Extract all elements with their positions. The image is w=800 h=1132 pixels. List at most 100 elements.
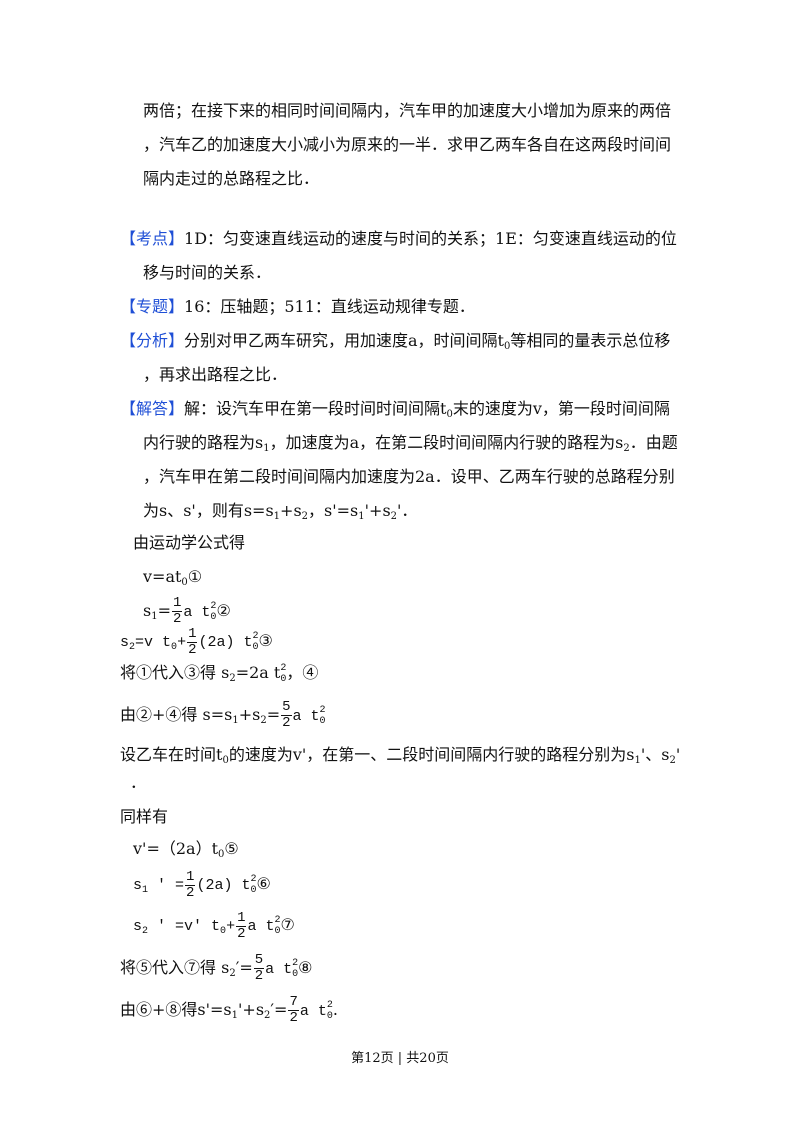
jieda-text-4b: +s xyxy=(280,501,302,520)
eq2-sub: 1 xyxy=(151,611,158,622)
jieda-text-1b: 末的速度为v，第一段时间间隔 xyxy=(452,399,670,418)
eq6-sub2: 2 xyxy=(669,755,676,766)
eq2-at: a t xyxy=(183,604,211,621)
eq11-at: a t xyxy=(265,961,293,978)
eq10-sub0: 0 xyxy=(220,926,227,937)
eq10-sub0b: 0 xyxy=(274,926,281,938)
eq3-sub0b: 0 xyxy=(252,642,259,654)
eq12-at: a t xyxy=(299,1003,327,1020)
eq12-eq: ′= xyxy=(270,1000,288,1019)
jieda-text-2b: ，加速度为a，在第二段时间间隔内行驶的路程为s xyxy=(269,433,624,452)
eq11-sub: 2 xyxy=(229,968,236,979)
eq9-num: 1 xyxy=(185,868,196,886)
eq11-den: 2 xyxy=(254,968,264,984)
problem-line-1: 两倍；在接下来的相同时间间隔内，汽车甲的加速度大小增加为原来的两倍 xyxy=(143,101,672,120)
jieda-line-1: 【解答】解：设汽车甲在第一段时间时间间隔t0末的速度为v，第一段时间间隔 xyxy=(120,398,670,426)
eq2-sup: 2 xyxy=(210,600,217,612)
jieda-text-2c: ．由题 xyxy=(629,433,678,452)
equation-6: 设乙车在时间t0的速度为v'，在第一、二段时间间隔内行驶的路程分别为s1'、s2… xyxy=(120,744,680,772)
eq5-text-a: 由②+④得 s=s xyxy=(120,705,233,724)
eq3-mark: ③ xyxy=(258,631,273,650)
eq2-num: 1 xyxy=(172,595,183,612)
eq9-den: 2 xyxy=(186,884,195,901)
eq8-mark: ⑤ xyxy=(224,839,239,858)
eq10-num: 1 xyxy=(236,909,247,927)
eq9-sup: 2 xyxy=(250,874,257,886)
jieda-sub-2a: 1 xyxy=(263,443,270,454)
eq12-text-a: 由⑥+⑧得s'=s xyxy=(120,1000,232,1019)
fenxi-tag: 【分析】 xyxy=(120,331,185,350)
eq3-vt: =v t xyxy=(135,634,172,651)
eq2-s: s xyxy=(143,601,152,620)
jieda-line-4: 为s、s'，则有s=s1+s2，s'=s1'+s2'． xyxy=(143,500,417,528)
eq10-den: 2 xyxy=(237,925,246,942)
eq3-sub0: 0 xyxy=(171,642,178,653)
eq3-sub: 2 xyxy=(129,642,136,653)
eq1-sub: 0 xyxy=(181,577,188,588)
jieda-text-4c: ，s'=s xyxy=(308,501,359,520)
eq12-sub0: 0 xyxy=(326,1010,333,1022)
eq2-eq: = xyxy=(157,601,171,620)
eq11-text-a: 将⑤代入⑦得 s xyxy=(120,958,230,977)
kaodian-line-1: 【考点】1D：匀变速直线运动的速度与时间的关系；1E：匀变速直线运动的位 xyxy=(120,228,677,250)
eq4-text-c: ，④ xyxy=(286,663,319,682)
zhuanti-tag: 【专题】 xyxy=(120,297,185,316)
jieda-text-1a: 解：设汽车甲在第一段时间时间间隔t xyxy=(184,399,447,418)
eq5-at: a t xyxy=(292,708,320,725)
eq12-period: . xyxy=(332,1000,338,1019)
page-footer: 第12页 | 共20页 xyxy=(351,1051,449,1066)
eq1-text: v=at xyxy=(143,567,182,586)
eq3-den: 2 xyxy=(188,641,197,658)
jieda-line-3: ，汽车甲在第二段时间间隔内加速度为2a．设甲、乙两车行驶的总路程分别 xyxy=(143,467,675,486)
eq9-sub: 1 xyxy=(142,885,149,896)
eq6-text-b: 的速度为v'，在第一、二段时间间隔内行驶的路程分别为s xyxy=(228,745,635,764)
jieda-sub-2b: 2 xyxy=(623,443,630,454)
fenxi-text-1a: 分别对甲乙两车研究，用加速度a，时间间隔t xyxy=(184,331,504,350)
eq10-plus: + xyxy=(226,918,236,935)
fenxi-sub: 0 xyxy=(504,341,511,352)
equation-1: v=at0① xyxy=(143,566,202,594)
eq11-num: 5 xyxy=(253,952,265,969)
eq12-den: 2 xyxy=(289,1010,298,1026)
fenxi-line-2: ，再求出路程之比． xyxy=(143,365,288,384)
jieda-text-4d: '+s xyxy=(364,501,391,520)
eq9-sub0: 0 xyxy=(250,885,257,897)
jieda-text-4e: '． xyxy=(397,501,418,520)
eq2-mark: ② xyxy=(216,601,231,620)
eq3-plus: + xyxy=(177,634,187,651)
eq3-sup: 2 xyxy=(252,631,259,643)
eq11-mark: ⑧ xyxy=(298,958,313,977)
jieda-line-2: 内行驶的路程为s1，加速度为a，在第二段时间间隔内行驶的路程为s2．由题 xyxy=(143,432,678,460)
eq5-sup: 2 xyxy=(319,704,326,716)
jieda-sub-4a: 1 xyxy=(273,511,281,522)
eq11-eq: ′= xyxy=(235,958,253,977)
eq9-prime: ′ = xyxy=(148,877,185,894)
eq10-mark: ⑦ xyxy=(280,915,295,934)
eq10-s: s xyxy=(133,918,143,935)
fenxi-text-1b: 等相同的量表示总位移 xyxy=(510,331,671,350)
eq4-sub0: 0 xyxy=(280,673,287,685)
problem-line-3: 隔内走过的总路程之比． xyxy=(143,169,320,188)
eq6-text-c: '、s xyxy=(640,745,670,764)
jieda-text-4a: 为s、s'，则有s=s xyxy=(143,501,274,520)
eq6-sub0: 0 xyxy=(222,755,229,766)
eq9-2at: (2a) t xyxy=(196,877,251,894)
eq5-sub0: 0 xyxy=(319,715,326,727)
tongyang-line: 同样有 xyxy=(120,807,169,826)
